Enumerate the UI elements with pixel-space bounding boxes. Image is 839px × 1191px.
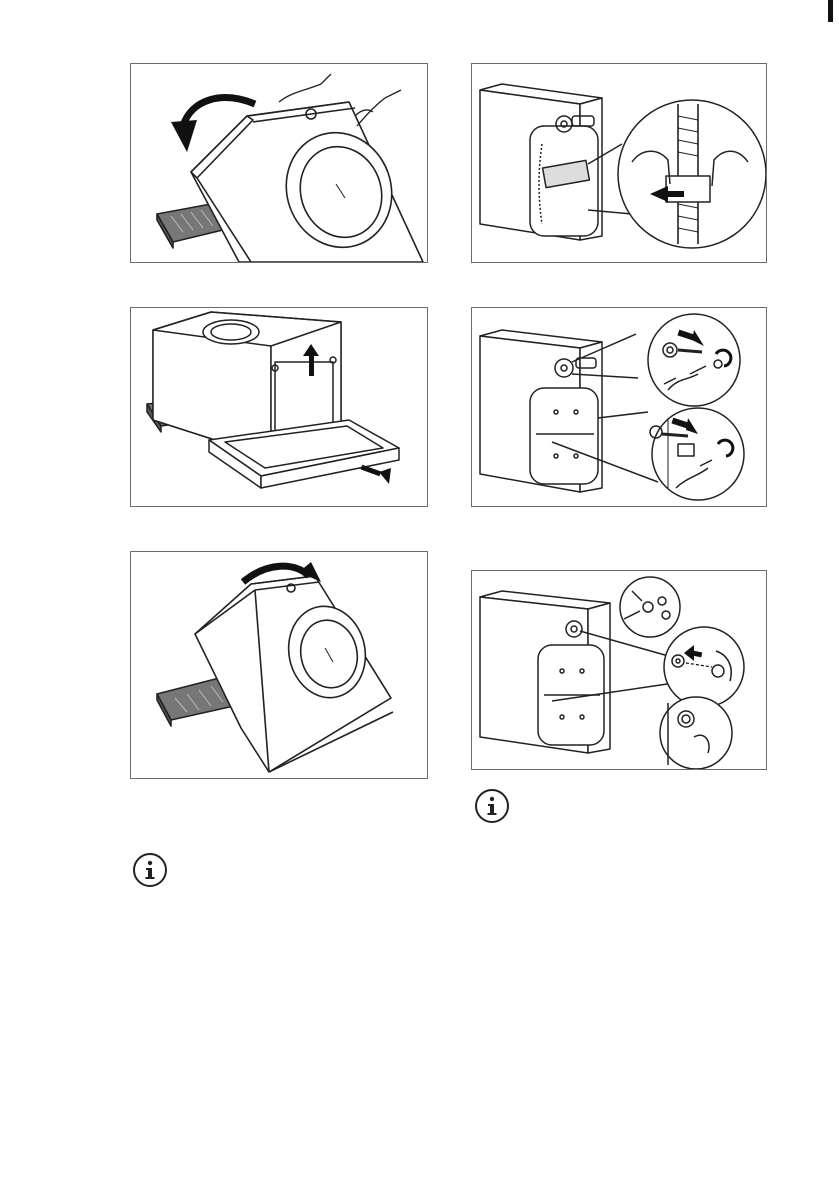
figure-tilt-upright [130,551,428,779]
figure-remove-bolts [471,307,767,507]
info-icon [133,853,167,887]
figure-remove-base [130,307,428,507]
unscrew-transit-bolts-icon [472,308,766,506]
insert-plastic-caps-icon [472,571,766,769]
figure-insert-caps [471,570,767,770]
remove-hose-clip-icon [472,64,766,262]
tilt-machine-upright-icon [131,552,427,778]
figure-hose-clip [471,63,767,263]
remove-packaging-base-icon [131,308,427,506]
figure-tilt-back [130,63,428,263]
page-edge-marker [828,0,833,22]
tilt-machine-back-icon [131,64,427,262]
info-icon [475,789,509,823]
